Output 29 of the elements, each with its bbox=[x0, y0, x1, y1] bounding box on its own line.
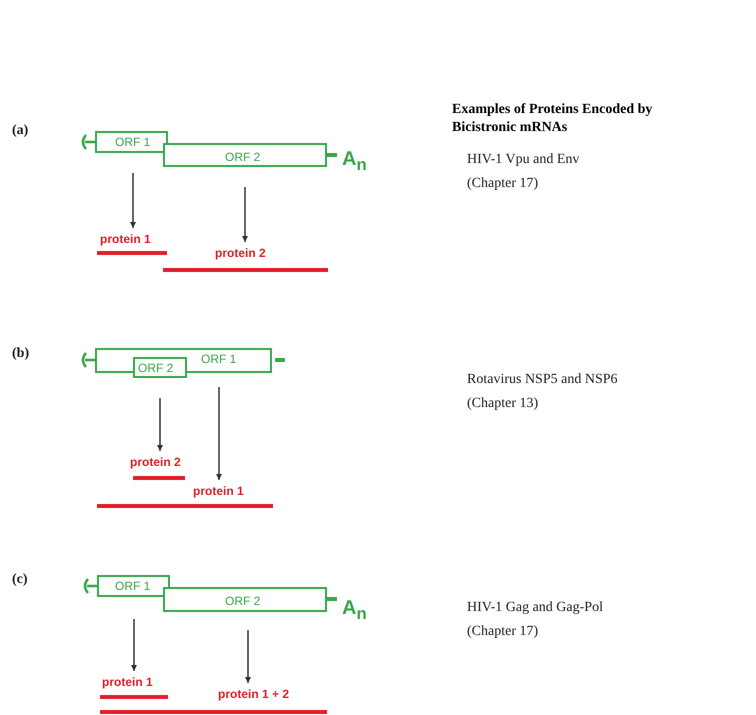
chapter-reference: (Chapter 13) bbox=[467, 396, 538, 412]
protein-name: protein 2 bbox=[215, 246, 266, 260]
protein-name: protein 1 bbox=[193, 484, 244, 498]
orf-box: ORF 2 bbox=[163, 143, 327, 167]
gene-name: HIV-1 Gag and Gag-Pol bbox=[467, 600, 603, 616]
chapter-reference: (Chapter 17) bbox=[467, 176, 538, 192]
gene-name: Rotavirus NSP5 and NSP6 bbox=[467, 372, 618, 388]
arrow bbox=[130, 173, 136, 228]
arrow bbox=[216, 387, 222, 480]
poly-a-label: A$_{n}$ bbox=[342, 597, 367, 624]
arrow bbox=[131, 619, 137, 671]
orf-box: ORF 1 bbox=[97, 575, 170, 597]
gene-name: HIV-1 Vpu and Env bbox=[467, 152, 580, 168]
heading: Examples of Proteins Encoded by Bicistronic mRNAs bbox=[452, 101, 654, 137]
protein-name: protein 1 bbox=[100, 232, 151, 246]
panel-letter: (c) bbox=[12, 572, 28, 588]
protein-name: protein 1 + 2 bbox=[218, 687, 290, 701]
protein-name: protein 1 bbox=[102, 675, 153, 689]
orf-box: ORF 2 bbox=[163, 587, 327, 612]
orf-box: ORF 2 bbox=[133, 357, 187, 378]
arrow bbox=[245, 630, 251, 683]
panel-letter: (b) bbox=[12, 346, 30, 362]
poly-a-label: A$_{n}$ bbox=[342, 148, 367, 175]
arrow bbox=[242, 187, 248, 242]
arrow bbox=[157, 398, 163, 451]
protein-name: protein 2 bbox=[130, 455, 181, 469]
orf-box: ORF 1 bbox=[95, 131, 168, 153]
panel-letter: (a) bbox=[12, 123, 28, 139]
chapter-reference: (Chapter 17) bbox=[467, 624, 538, 640]
